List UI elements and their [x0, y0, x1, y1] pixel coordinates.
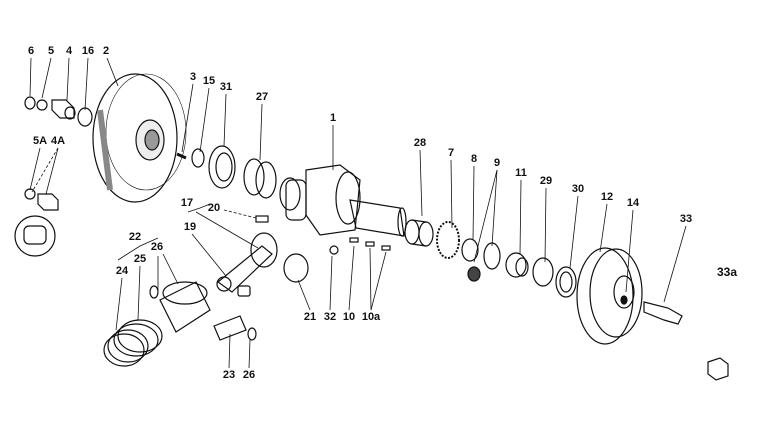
label-8: 8 — [470, 153, 478, 165]
label-28: 28 — [413, 137, 427, 149]
label-21: 21 — [303, 311, 317, 323]
label-4: 4 — [65, 45, 73, 57]
label-26: 26 — [150, 241, 164, 253]
label-31: 31 — [219, 81, 233, 93]
label-15: 15 — [202, 75, 216, 87]
label-12: 12 — [600, 191, 614, 203]
connecting-rod — [216, 215, 391, 297]
label-10: 10 — [342, 311, 356, 323]
label-24: 24 — [115, 265, 129, 277]
piston-assembly — [103, 281, 257, 367]
label-5: 5 — [47, 45, 55, 57]
label-33a: 33a — [716, 265, 738, 279]
label-1: 1 — [329, 112, 337, 124]
label-33: 33 — [679, 213, 693, 225]
label-4A: 4A — [50, 135, 66, 147]
bolt-33a — [707, 357, 729, 381]
leader-lines — [29, 57, 687, 369]
label-7: 7 — [447, 147, 455, 159]
label-2: 2 — [102, 45, 110, 57]
label-3: 3 — [189, 71, 197, 83]
label-9: 9 — [493, 157, 501, 169]
seal-parts — [176, 145, 277, 199]
label-14: 14 — [626, 197, 640, 209]
label-25: 25 — [133, 253, 147, 265]
bearing-and-gear — [404, 219, 577, 298]
small-nuts — [24, 96, 93, 127]
label-26-pin: 26 — [242, 369, 256, 381]
label-5A: 5A — [32, 135, 48, 147]
label-29: 29 — [539, 175, 553, 187]
pulley-12 — [576, 247, 643, 345]
label-11: 11 — [515, 167, 527, 179]
flywheel-2 — [92, 73, 187, 203]
label-10a: 10a — [361, 311, 381, 323]
label-23: 23 — [222, 369, 236, 381]
detail-5A-4A — [14, 188, 59, 257]
crankshaft-1 — [279, 164, 407, 237]
label-17: 17 — [180, 197, 194, 209]
label-22: 22 — [128, 231, 142, 243]
label-32: 32 — [323, 311, 337, 323]
bolt-33 — [643, 301, 683, 325]
label-30: 30 — [571, 183, 585, 195]
label-6: 6 — [27, 45, 35, 57]
label-19: 19 — [183, 221, 197, 233]
label-20: 20 — [207, 202, 221, 214]
label-16: 16 — [81, 45, 95, 57]
label-27: 27 — [255, 91, 269, 103]
